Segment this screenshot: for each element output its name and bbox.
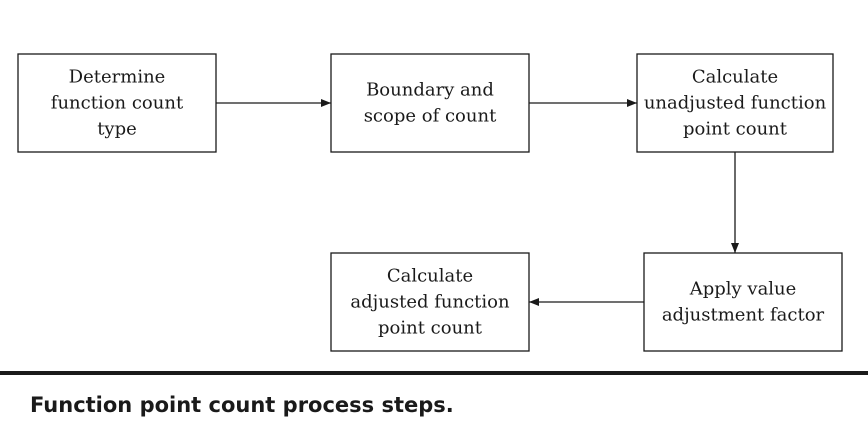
process-box-label: Calculate: [692, 67, 778, 88]
process-box-frame: [330, 53, 530, 153]
process-box-boundary: Boundary and scope of count: [330, 53, 530, 153]
process-box-label: adjustment factor: [662, 305, 825, 326]
process-box-label: scope of count: [364, 106, 497, 127]
process-box-frame: [636, 53, 834, 153]
process-box-vaf: Apply value adjustment factor: [643, 252, 843, 352]
process-box-label: function count: [51, 93, 184, 114]
process-box-label: unadjusted function: [644, 93, 827, 114]
process-box-label: Apply value: [689, 279, 797, 300]
process-box-label: Boundary and: [366, 80, 494, 101]
flow-diagram: Determine function count type Boundary and s…: [17, 53, 843, 352]
connectors: [216, 99, 739, 306]
process-box-label: point count: [683, 119, 788, 140]
process-box-unadjusted: Calculate unadjusted function point count: [636, 53, 834, 153]
separator-rule: [0, 371, 868, 375]
process-box-determine: Determine function count type: [17, 53, 217, 153]
process-box-label: point count: [378, 318, 483, 339]
process-box-adjusted: Calculate adjusted function point count: [330, 252, 530, 352]
process-box-label: Calculate: [387, 266, 473, 287]
process-boxes: Determine function count type Boundary and s…: [17, 53, 843, 352]
process-box-label: type: [97, 119, 137, 140]
figure-caption: Function point count process steps.: [30, 393, 454, 417]
process-box-label: adjusted function: [350, 292, 510, 313]
process-box-frame: [17, 53, 217, 153]
process-box-label: Determine: [69, 67, 166, 88]
process-box-frame: [330, 252, 530, 352]
process-box-frame: [643, 252, 843, 352]
